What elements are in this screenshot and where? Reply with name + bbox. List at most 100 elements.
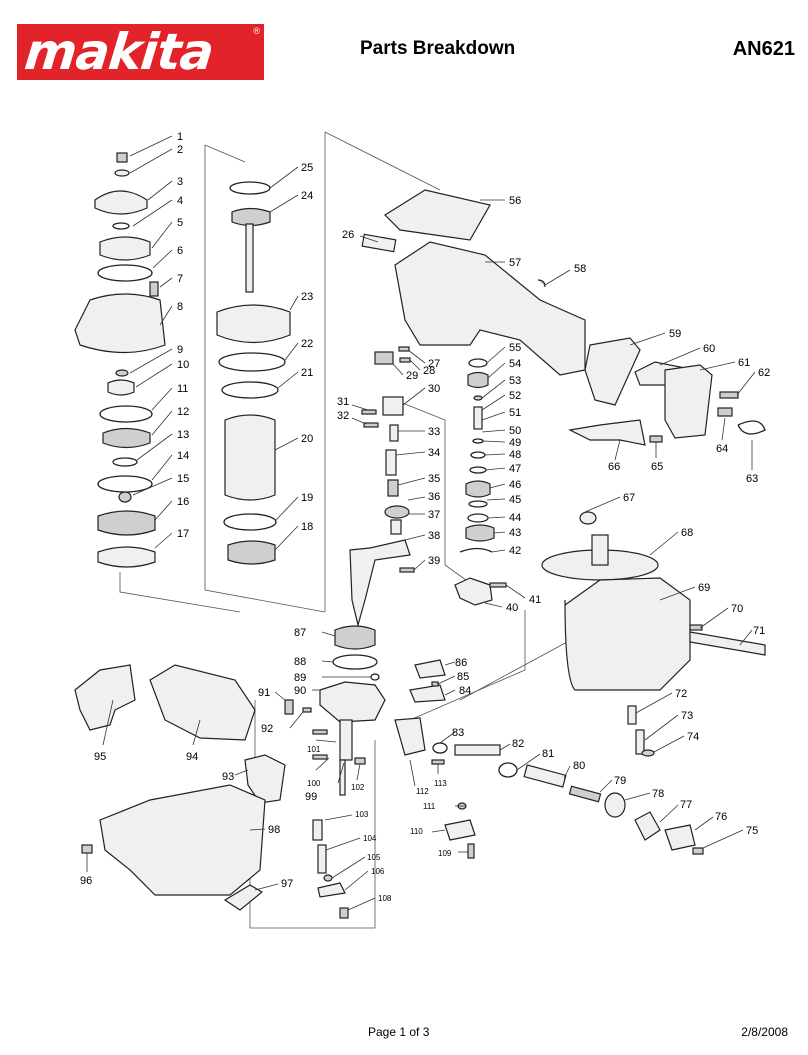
- callout-87: 87: [294, 627, 306, 639]
- callout-53: 53: [509, 375, 521, 387]
- valve-stack-parts: [454, 358, 507, 606]
- exploded-parts-diagram: 1 2 3 4 5 6 7 8 9 10 11 12 13 14 15 16 1…: [74, 131, 770, 929]
- callout-98: 98: [268, 824, 280, 836]
- callout-62: 62: [758, 367, 770, 379]
- callout-29: 29: [406, 370, 418, 382]
- callout-23: 23: [301, 291, 313, 303]
- callout-32: 32: [337, 410, 349, 422]
- callout-61: 61: [738, 357, 750, 369]
- callout-24: 24: [301, 190, 313, 202]
- callout-6: 6: [177, 245, 183, 257]
- callout-4: 4: [177, 195, 183, 207]
- handle-assembly-parts: [349, 189, 586, 628]
- callout-18: 18: [301, 521, 313, 533]
- callout-91: 91: [258, 687, 270, 699]
- logo-wordmark: makita: [21, 23, 216, 81]
- callout-48: 48: [509, 449, 521, 461]
- callout-79: 79: [614, 775, 626, 787]
- callout-102: 102: [351, 783, 365, 792]
- registered-mark: ®: [253, 26, 260, 36]
- callout-75: 75: [746, 825, 758, 837]
- callout-84: 84: [459, 685, 471, 697]
- callout-13: 13: [177, 429, 189, 441]
- callout-72: 72: [675, 688, 687, 700]
- callout-45: 45: [509, 494, 521, 506]
- callout-106: 106: [371, 867, 385, 876]
- callout-19: 19: [301, 492, 313, 504]
- callout-71: 71: [753, 625, 765, 637]
- callout-leader-lines: [86, 135, 756, 911]
- callout-88: 88: [294, 656, 306, 668]
- callout-111: 111: [423, 802, 436, 811]
- callout-52: 52: [509, 390, 521, 402]
- callout-90: 90: [294, 685, 306, 697]
- callout-1: 1: [177, 131, 183, 143]
- callout-89: 89: [294, 672, 306, 684]
- callout-41: 41: [529, 594, 541, 606]
- callout-67: 67: [623, 492, 635, 504]
- callout-15: 15: [177, 473, 189, 485]
- callout-47: 47: [509, 463, 521, 475]
- callout-108: 108: [378, 894, 392, 903]
- exhaust-cap-parts: [568, 337, 766, 446]
- callout-93: 93: [222, 771, 234, 783]
- callout-7: 7: [177, 273, 183, 285]
- callout-100: 100: [307, 779, 321, 788]
- callout-73: 73: [681, 710, 693, 722]
- callout-numbers: 1 2 3 4 5 6 7 8 9 10 11 12 13 14 15 16 1…: [80, 131, 770, 903]
- callout-77: 77: [680, 799, 692, 811]
- callout-85: 85: [457, 671, 469, 683]
- callout-86: 86: [455, 657, 467, 669]
- callout-83: 83: [452, 727, 464, 739]
- callout-109: 109: [438, 849, 452, 858]
- callout-22: 22: [301, 338, 313, 350]
- callout-14: 14: [177, 450, 189, 462]
- driver-trigger-parts: [284, 625, 704, 859]
- callout-97: 97: [281, 878, 293, 890]
- callout-44: 44: [509, 512, 521, 524]
- document-date: 2/8/2008: [741, 1025, 788, 1039]
- callout-27: 27: [428, 358, 440, 370]
- callout-5: 5: [177, 217, 183, 229]
- callout-113: 113: [434, 779, 447, 788]
- callout-63: 63: [746, 473, 758, 485]
- callout-11: 11: [177, 383, 188, 395]
- callout-58: 58: [574, 263, 586, 275]
- callout-94: 94: [186, 751, 198, 763]
- model-number: AN621: [732, 38, 795, 60]
- callout-56: 56: [509, 195, 521, 207]
- callout-110: 110: [410, 827, 423, 836]
- callout-69: 69: [698, 582, 710, 594]
- callout-70: 70: [731, 603, 743, 615]
- callout-16: 16: [177, 496, 189, 508]
- callout-8: 8: [177, 301, 183, 313]
- callout-60: 60: [703, 343, 715, 355]
- callout-17: 17: [177, 528, 189, 540]
- callout-20: 20: [301, 433, 313, 445]
- makita-logo: makita ®: [17, 23, 264, 81]
- callout-55: 55: [509, 342, 521, 354]
- callout-99: 99: [305, 791, 317, 803]
- callout-78: 78: [652, 788, 664, 800]
- callout-26: 26: [342, 229, 354, 241]
- callout-30: 30: [428, 383, 440, 395]
- callout-51: 51: [509, 407, 521, 419]
- callout-9: 9: [177, 344, 183, 356]
- callout-96: 96: [80, 875, 92, 887]
- callout-59: 59: [669, 328, 681, 340]
- callout-46: 46: [509, 479, 521, 491]
- callout-12: 12: [177, 406, 189, 418]
- callout-80: 80: [573, 760, 585, 772]
- callout-42: 42: [509, 545, 521, 557]
- assembly-guide-lines: [119, 131, 581, 929]
- callout-3: 3: [177, 176, 183, 188]
- page-number: Page 1 of 3: [368, 1025, 430, 1039]
- callout-95: 95: [94, 751, 106, 763]
- callout-103: 103: [355, 810, 369, 819]
- callout-76: 76: [715, 811, 727, 823]
- callout-50: 50: [509, 425, 521, 437]
- callout-54: 54: [509, 358, 521, 370]
- callout-66: 66: [608, 461, 620, 473]
- callout-35: 35: [428, 473, 440, 485]
- page-title: Parts Breakdown: [360, 38, 516, 59]
